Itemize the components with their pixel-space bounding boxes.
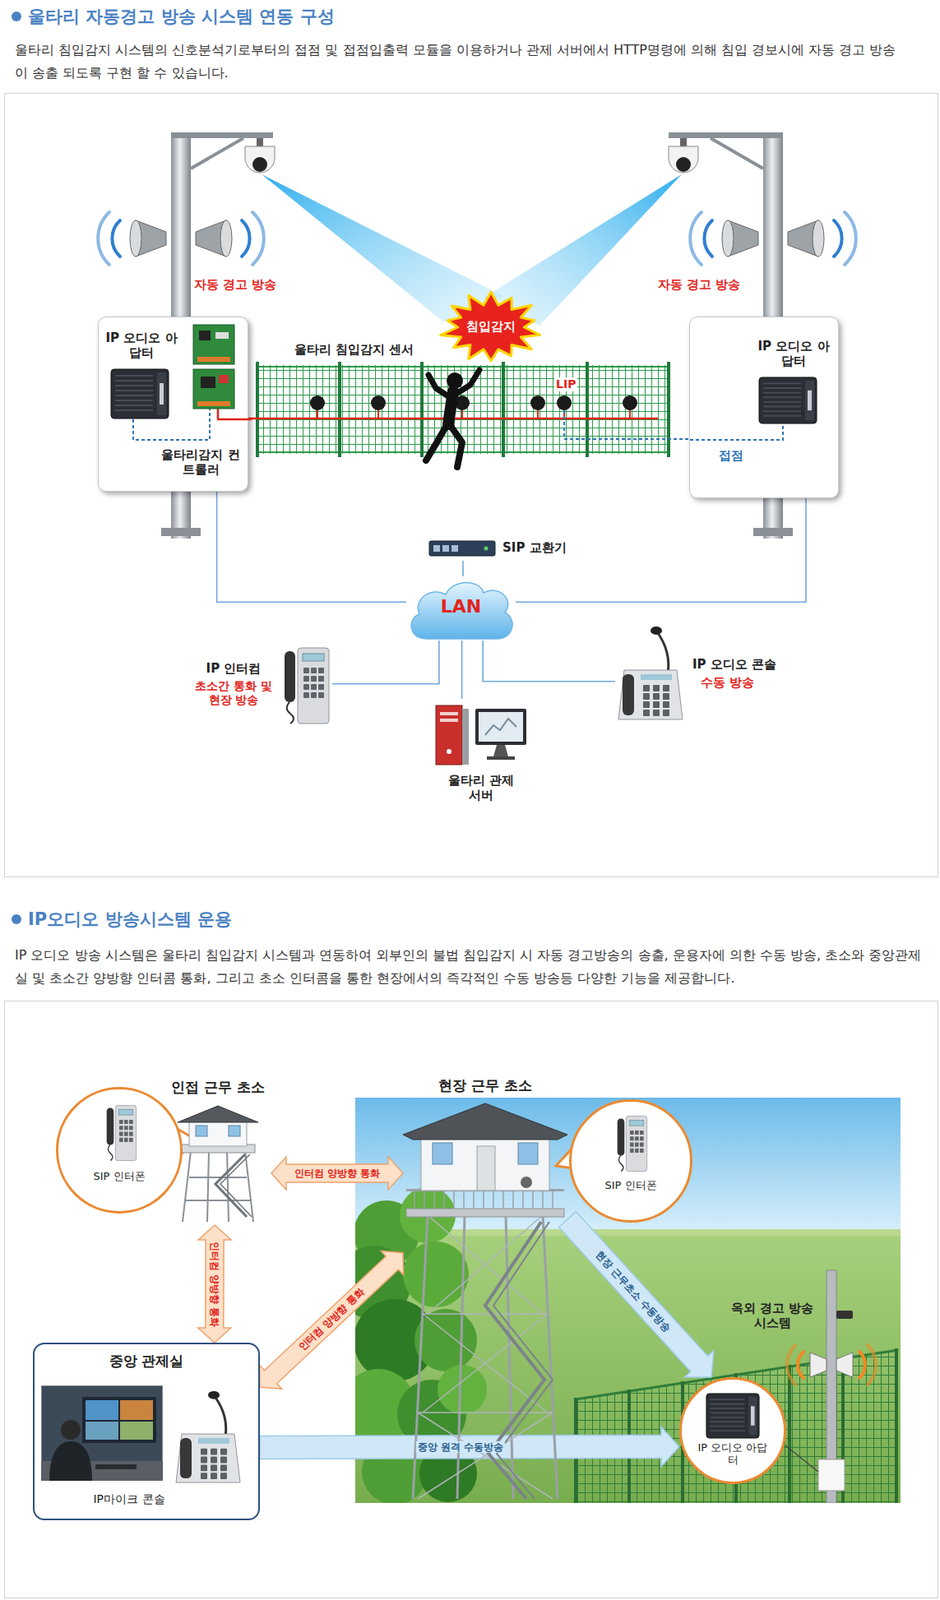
intro-paragraph: IP 오디오 방송 시스템은 울타리 침입감지 시스템과 연동하여 외부인의 불… <box>14 944 928 991</box>
block-arrow-shape <box>198 1225 232 1343</box>
system-label: 옥외 경고 방송 시스템 <box>726 1301 818 1331</box>
network-line <box>463 560 464 577</box>
node-label: 울타리 관제서버 <box>444 773 519 803</box>
ip-intercom: IP 인터컴초소간 통화 및 현장 방송 <box>187 641 333 731</box>
block-arrow-shape <box>271 1157 403 1191</box>
block-arrow <box>559 1212 714 1378</box>
network-line-path <box>332 640 440 685</box>
network-line-path <box>462 560 464 577</box>
callout-circle: SIP 인터폰 <box>55 1087 183 1214</box>
network-line <box>461 640 463 700</box>
arrow-label: 중앙 원격 수동방송 <box>416 1441 505 1454</box>
network-line <box>482 640 616 682</box>
equipment-panel: IP 오디오 아답터 <box>689 316 839 499</box>
callout-circle: SIP 인터폰 <box>569 1099 693 1223</box>
arrow-label: 인터컴 양방향 통화 <box>295 1285 369 1356</box>
section-heading: IP오디오 방송시스템 운용 <box>27 909 232 931</box>
section-heading: 울타리 자동경고 방송 시스템 연동 구성 <box>27 6 335 28</box>
audio-console: IP 오디오 콘솔수동 방송 <box>615 620 780 724</box>
network-line <box>332 640 440 685</box>
console-icon <box>172 1387 244 1485</box>
adapter-icon <box>705 1393 760 1440</box>
sensor-label: 울타리 침입감지 센서 <box>294 342 414 357</box>
node-label: IP 오디오 아답터 <box>695 1442 770 1468</box>
control-server: 울타리 관제서버 <box>427 699 535 806</box>
network-line-path <box>482 640 616 682</box>
arrow-label: 인터컴 양방향 통화 <box>208 1239 222 1329</box>
node-sublabel: IP마이크 콘솔 <box>67 1492 191 1507</box>
arrow-label: 인터컴 양방향 통화 <box>292 1167 382 1180</box>
node-sublabel: 초소간 통화 및 현장 방송 <box>187 679 280 708</box>
intruder <box>426 370 480 468</box>
adapter-icon <box>758 376 818 425</box>
node-label: SIP 인터폰 <box>571 1179 690 1193</box>
tower1-icon <box>172 1102 264 1224</box>
phone-icon <box>281 646 331 726</box>
network-cloud: LAN <box>406 576 516 641</box>
block-arrow <box>259 1427 680 1468</box>
network-line <box>217 491 407 602</box>
broadcast-note: 자동 경고 방송 <box>657 277 741 292</box>
node-label: IP 오디오 아답터 <box>757 338 830 369</box>
node-label: 인접 근무 초소 <box>164 1078 272 1096</box>
network-line-path <box>217 491 407 602</box>
intro-paragraph: 울타리 침입감지 시스템의 신호분석기로부터의 접점 및 접점입출력 모듈을 이… <box>14 38 899 85</box>
equipment-panel: IP 오디오 아답터울타리감지 컨트롤러 <box>97 316 249 492</box>
sensor-tag: LIP <box>554 377 578 392</box>
network-line-path <box>461 640 464 700</box>
console-icon <box>615 622 686 722</box>
node-label: 침입감지 <box>436 319 546 334</box>
node-label: IP 오디오 콘솔 <box>692 657 777 672</box>
node-label: SIP 교환기 <box>502 540 567 556</box>
node-label: 현장 근무 초소 <box>402 1077 568 1094</box>
sip-icon <box>428 539 496 558</box>
broadcast-note: 자동 경고 방송 <box>194 277 277 292</box>
block-arrow-shape <box>259 1427 680 1468</box>
intrusion-burst: 침입감지 <box>436 289 546 366</box>
sip-switch: SIP 교환기 <box>428 536 598 561</box>
block-arrow-shape <box>559 1212 714 1378</box>
node-sublabel: 수동 방송 <box>700 675 755 690</box>
frames <box>4 11 939 1599</box>
node-label: 중앙 관제실 <box>34 1352 259 1370</box>
callout-circle: IP 오디오 아답터 <box>679 1377 787 1485</box>
node-label: LAN <box>406 596 516 618</box>
control-room-box: 중앙 관제실 IP마이크 콘솔 <box>32 1342 260 1521</box>
sensor-cable <box>246 395 690 440</box>
guard-tower: 현장 근무 초소 <box>402 1077 568 1501</box>
arrow-label: 현장 근무초소 수동방송 <box>592 1247 675 1336</box>
phone-icon <box>615 1115 649 1173</box>
photo-icon <box>41 1385 163 1482</box>
adapter-icon <box>110 368 170 420</box>
phone-icon <box>104 1104 138 1163</box>
node-label: IP 인터컴 <box>187 661 280 677</box>
block-arrow <box>198 1225 232 1343</box>
block-arrow-shape <box>259 1251 403 1390</box>
block-arrow <box>259 1251 403 1390</box>
horn-speakers <box>97 212 857 265</box>
boards-icon <box>192 324 236 410</box>
node-label: SIP 인터폰 <box>58 1170 181 1184</box>
node-sublabel: 울타리감지 컨트롤러 <box>157 447 244 477</box>
block-arrow <box>271 1157 403 1191</box>
contact-label: 접점 <box>718 448 744 464</box>
server-icon <box>434 702 528 769</box>
node-label: IP 오디오 아답터 <box>105 330 178 361</box>
